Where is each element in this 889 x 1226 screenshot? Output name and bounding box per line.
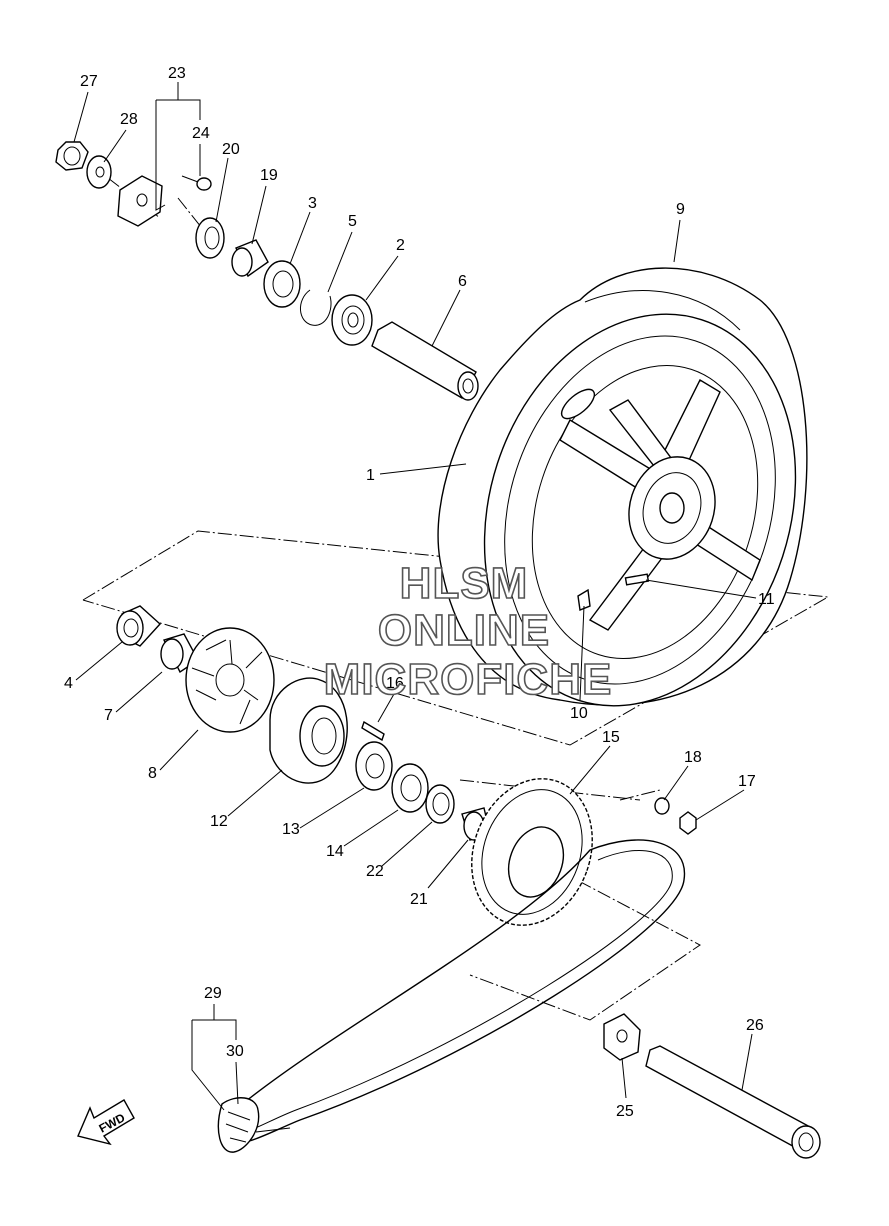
callout-7: 7: [104, 707, 113, 724]
callout-2: 2: [396, 237, 405, 254]
callout-13: 13: [282, 821, 300, 838]
balance-weight-11: [624, 573, 650, 586]
callout-16: 16: [386, 675, 404, 692]
callout-5: 5: [348, 213, 357, 230]
oil-seal-14: [391, 763, 429, 813]
callout-20: 20: [222, 141, 240, 158]
callout-28: 28: [120, 111, 138, 128]
callout-22: 22: [366, 863, 384, 880]
callout-15: 15: [602, 729, 620, 746]
chain-puller-25: [603, 1013, 641, 1061]
callout-29: 29: [204, 985, 222, 1002]
valve-10: [577, 588, 591, 611]
upper-parts: [55, 141, 479, 401]
nut-17: [679, 811, 697, 835]
callout-17: 17: [738, 773, 756, 790]
oil-seal-20: [195, 217, 225, 259]
watermark: HLSM ONLINE MICROFICHE: [323, 558, 613, 705]
callout-11: 11: [758, 591, 775, 608]
circlip-5: [300, 289, 332, 326]
callout-18: 18: [684, 749, 702, 766]
bearing-4: [116, 605, 161, 647]
bearing-2: [331, 294, 373, 346]
nut-27: [55, 141, 89, 171]
callout-9: 9: [676, 201, 685, 218]
washer-28: [86, 155, 112, 189]
callout-labels: 27 23 28 24 20 19 3 5 2 6 9 1 11 10 16 4…: [64, 65, 775, 1120]
callout-24: 24: [192, 125, 210, 142]
clutch-hub-12: [269, 677, 348, 784]
callout-23: 23: [168, 65, 186, 82]
callout-10: 10: [570, 705, 588, 722]
bearing-13: [355, 741, 393, 791]
callout-27: 27: [80, 73, 98, 90]
callout-12: 12: [210, 813, 228, 830]
callout-14: 14: [326, 843, 344, 860]
callout-30: 30: [226, 1043, 244, 1060]
sprocket-group: [471, 778, 697, 926]
axle-group: [603, 1013, 821, 1159]
watermark-line-3: MICROFICHE: [324, 655, 613, 704]
middle-parts: [116, 605, 491, 841]
callout-4: 4: [64, 675, 73, 692]
washer-18: [654, 797, 670, 815]
watermark-line-2: ONLINE: [378, 606, 550, 655]
fwd-arrow: FWD: [77, 1099, 135, 1146]
damper-8: [185, 627, 275, 733]
callout-1: 1: [366, 467, 375, 484]
callout-25: 25: [616, 1103, 634, 1120]
spacer-19: [231, 239, 269, 278]
spacer-tube-6: [371, 321, 479, 401]
axle-26: [645, 1045, 813, 1151]
bearing-3: [263, 260, 301, 308]
callout-21: 21: [410, 891, 428, 908]
callout-6: 6: [458, 273, 467, 290]
drive-chain: [217, 839, 686, 1153]
callout-3: 3: [308, 195, 317, 212]
callout-19: 19: [260, 167, 278, 184]
chain-puller-23: [117, 175, 163, 227]
chain-joint-link: [217, 1097, 291, 1153]
callout-8: 8: [148, 765, 157, 782]
stud-bolt-16: [361, 720, 385, 742]
circlip-22: [425, 784, 455, 824]
callout-26: 26: [746, 1017, 764, 1034]
watermark-line-1: HLSM: [400, 559, 529, 608]
leader-lines: [73, 82, 757, 1111]
bolt-24: [181, 175, 212, 191]
rear-wheel-assembly: [437, 267, 808, 707]
